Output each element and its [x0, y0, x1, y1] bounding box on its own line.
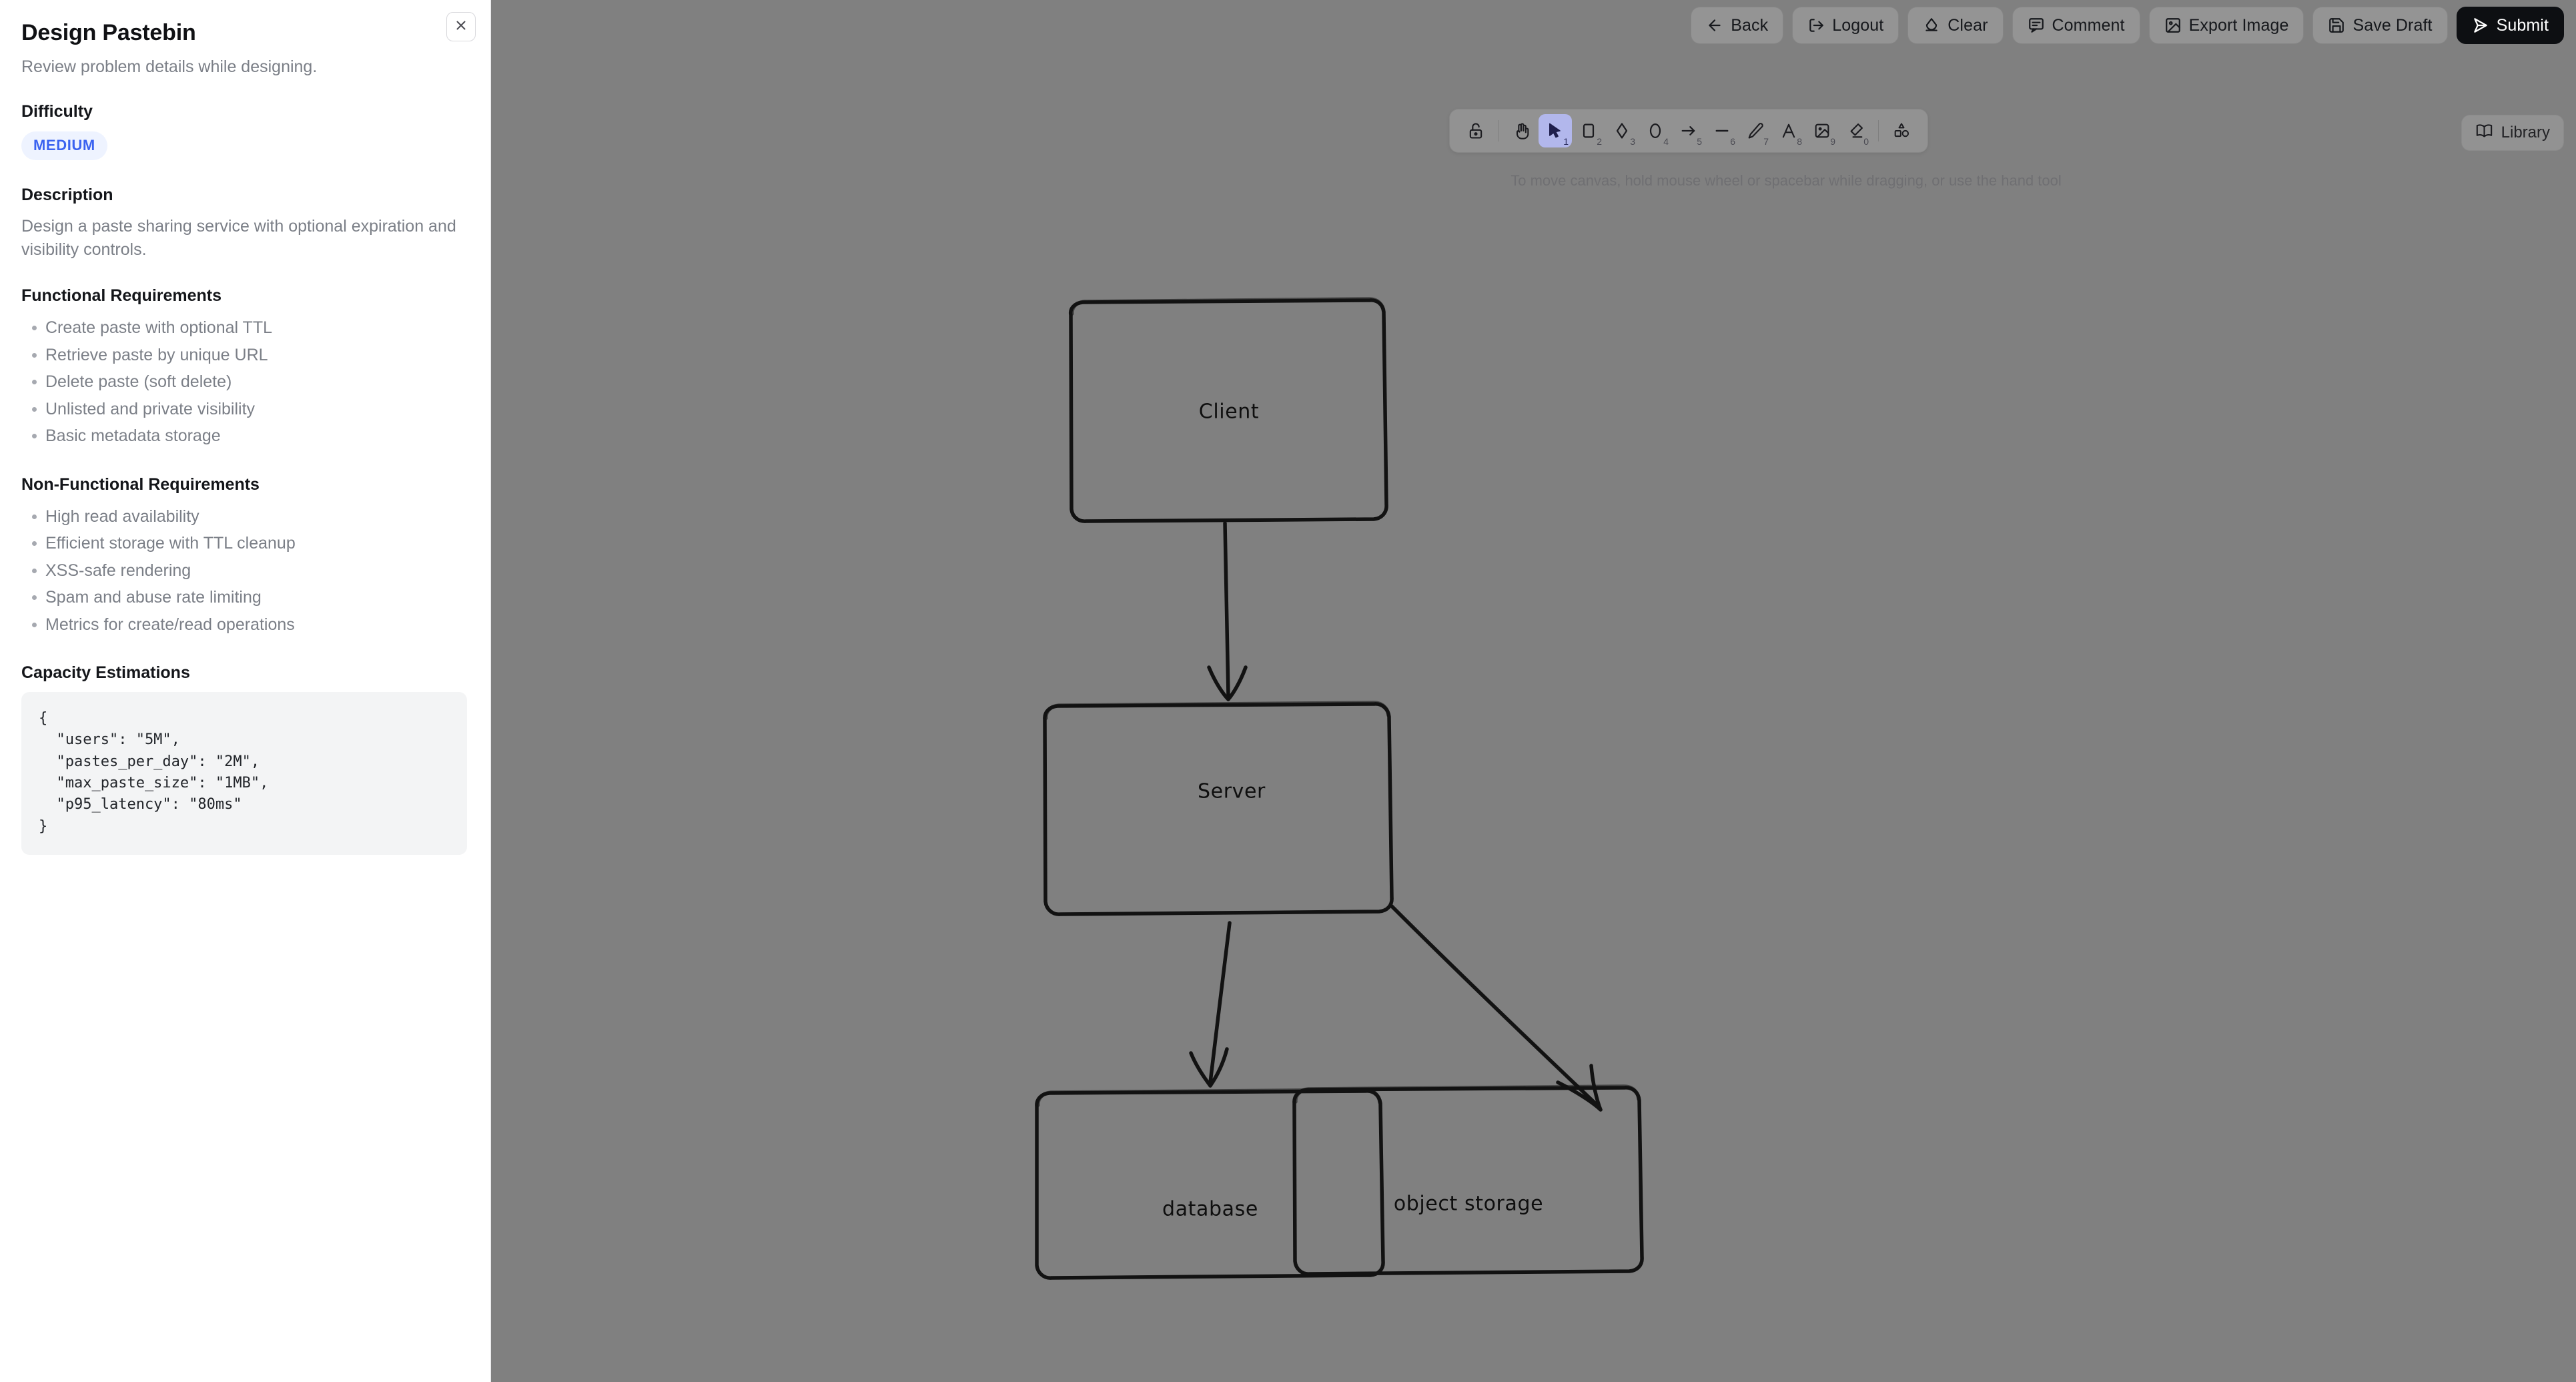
clear-button[interactable]: Clear — [1907, 7, 2004, 44]
logout-icon — [1807, 17, 1825, 34]
lock-icon[interactable] — [1459, 114, 1492, 147]
panel-subtitle: Review problem details while designing. — [21, 57, 318, 76]
save-draft-button-label: Save Draft — [2352, 15, 2433, 35]
export-image-button[interactable]: Export Image — [2148, 7, 2304, 44]
toolbar-divider-right — [1878, 120, 1879, 141]
tool-island: 1 2 3 4 — [1449, 109, 1928, 153]
node-label-database: database — [1162, 1197, 1258, 1221]
node-shape-server — [1043, 702, 1394, 916]
list-item: Basic metadata storage — [21, 422, 469, 450]
canvas-hint-text: To move canvas, hold mouse wheel or spac… — [1511, 172, 2062, 189]
shapes-icon[interactable] — [1885, 114, 1918, 147]
drawing-canvas[interactable]: Client Server database object storage Ba… — [490, 0, 2576, 1382]
logout-button-label: Logout — [1832, 15, 1884, 35]
close-icon — [454, 18, 468, 36]
list-item: Delete paste (soft delete) — [21, 368, 469, 396]
difficulty-heading: Difficulty — [21, 102, 93, 121]
functional-requirements-list: Create paste with optional TTL Retrieve … — [21, 314, 469, 450]
list-item: Create paste with optional TTL — [21, 314, 469, 342]
close-panel-button[interactable] — [446, 12, 476, 41]
node-label-client: Client — [1198, 400, 1260, 424]
comment-button[interactable]: Comment — [2012, 7, 2140, 44]
edge-client-server — [1207, 521, 1248, 701]
list-item: Unlisted and private visibility — [21, 396, 469, 423]
library-button[interactable]: Library — [2461, 115, 2564, 151]
send-icon — [2472, 17, 2489, 34]
ellipse-icon[interactable]: 4 — [1639, 114, 1672, 147]
hand-icon[interactable] — [1505, 114, 1539, 147]
submit-button[interactable]: Submit — [2456, 7, 2564, 44]
library-button-label: Library — [2501, 123, 2550, 141]
list-item: Retrieve paste by unique URL — [21, 342, 469, 369]
image-icon[interactable]: 9 — [1805, 114, 1839, 147]
rectangle-icon[interactable]: 2 — [1572, 114, 1605, 147]
tool-key-7: 7 — [1763, 136, 1769, 147]
tool-key-4: 4 — [1663, 136, 1669, 147]
functional-requirements-heading: Functional Requirements — [21, 286, 222, 305]
submit-button-label: Submit — [2496, 15, 2549, 35]
page-title: Design Pastebin — [21, 20, 196, 45]
tool-key-1: 1 — [1563, 136, 1569, 147]
pencil-icon[interactable]: 7 — [1739, 114, 1772, 147]
edge-server-object-storage — [1390, 904, 1603, 1112]
problem-details-panel: Design Pastebin Review problem details w… — [0, 0, 491, 1382]
back-button[interactable]: Back — [1691, 7, 1784, 44]
list-item: XSS-safe rendering — [21, 557, 469, 585]
edge-server-database — [1189, 921, 1232, 1088]
list-item: High read availability — [21, 503, 469, 531]
tool-key-3: 3 — [1630, 136, 1635, 147]
description-heading: Description — [21, 186, 113, 204]
node-label-server: Server — [1198, 779, 1266, 803]
non-functional-requirements-heading: Non-Functional Requirements — [21, 474, 260, 494]
diamond-icon[interactable]: 3 — [1605, 114, 1639, 147]
comment-button-label: Comment — [2052, 15, 2125, 35]
non-functional-requirements-list: High read availability Efficient storage… — [21, 503, 469, 639]
capacity-json-block: { "users": "5M", "pastes_per_day": "2M",… — [21, 692, 467, 855]
eraser-icon[interactable]: 0 — [1839, 114, 1872, 147]
node-label-object-storage: object storage — [1393, 1192, 1544, 1216]
tool-key-5: 5 — [1697, 136, 1702, 147]
tool-key-9: 9 — [1830, 136, 1835, 147]
image-icon — [2164, 17, 2182, 34]
book-icon — [2475, 121, 2493, 144]
selection-icon[interactable]: 1 — [1539, 114, 1572, 147]
list-item: Spam and abuse rate limiting — [21, 584, 469, 611]
toolbar-divider-left — [1498, 120, 1499, 141]
diagram-svg — [1035, 297, 1644, 1280]
tool-key-0: 0 — [1863, 136, 1869, 147]
arrow-icon[interactable]: 5 — [1672, 114, 1705, 147]
capacity-estimations-heading: Capacity Estimations — [21, 663, 190, 682]
list-item: Metrics for create/read operations — [21, 611, 469, 639]
save-draft-button[interactable]: Save Draft — [2312, 7, 2448, 44]
tool-key-2: 2 — [1597, 136, 1602, 147]
status-badge: MEDIUM — [21, 131, 107, 160]
list-item: Efficient storage with TTL cleanup — [21, 530, 469, 557]
clear-button-label: Clear — [1948, 15, 1988, 35]
line-icon[interactable]: 6 — [1705, 114, 1739, 147]
comment-icon — [2028, 17, 2045, 34]
description-text: Design a paste sharing service with opti… — [21, 217, 456, 259]
back-button-label: Back — [1731, 15, 1769, 35]
node-shape-object-storage — [1292, 1086, 1644, 1276]
save-icon — [2328, 17, 2345, 34]
node-shape-database — [1035, 1089, 1385, 1280]
tool-key-8: 8 — [1797, 136, 1802, 147]
tool-key-6: 6 — [1730, 136, 1735, 147]
text-icon[interactable]: 8 — [1772, 114, 1805, 147]
logout-button[interactable]: Logout — [1792, 7, 1899, 44]
arrow-left-icon — [1706, 17, 1723, 34]
action-bar: Back Logout Clear — [1691, 7, 2564, 44]
export-image-button-label: Export Image — [2188, 15, 2289, 35]
eraser-icon — [1923, 17, 1940, 34]
